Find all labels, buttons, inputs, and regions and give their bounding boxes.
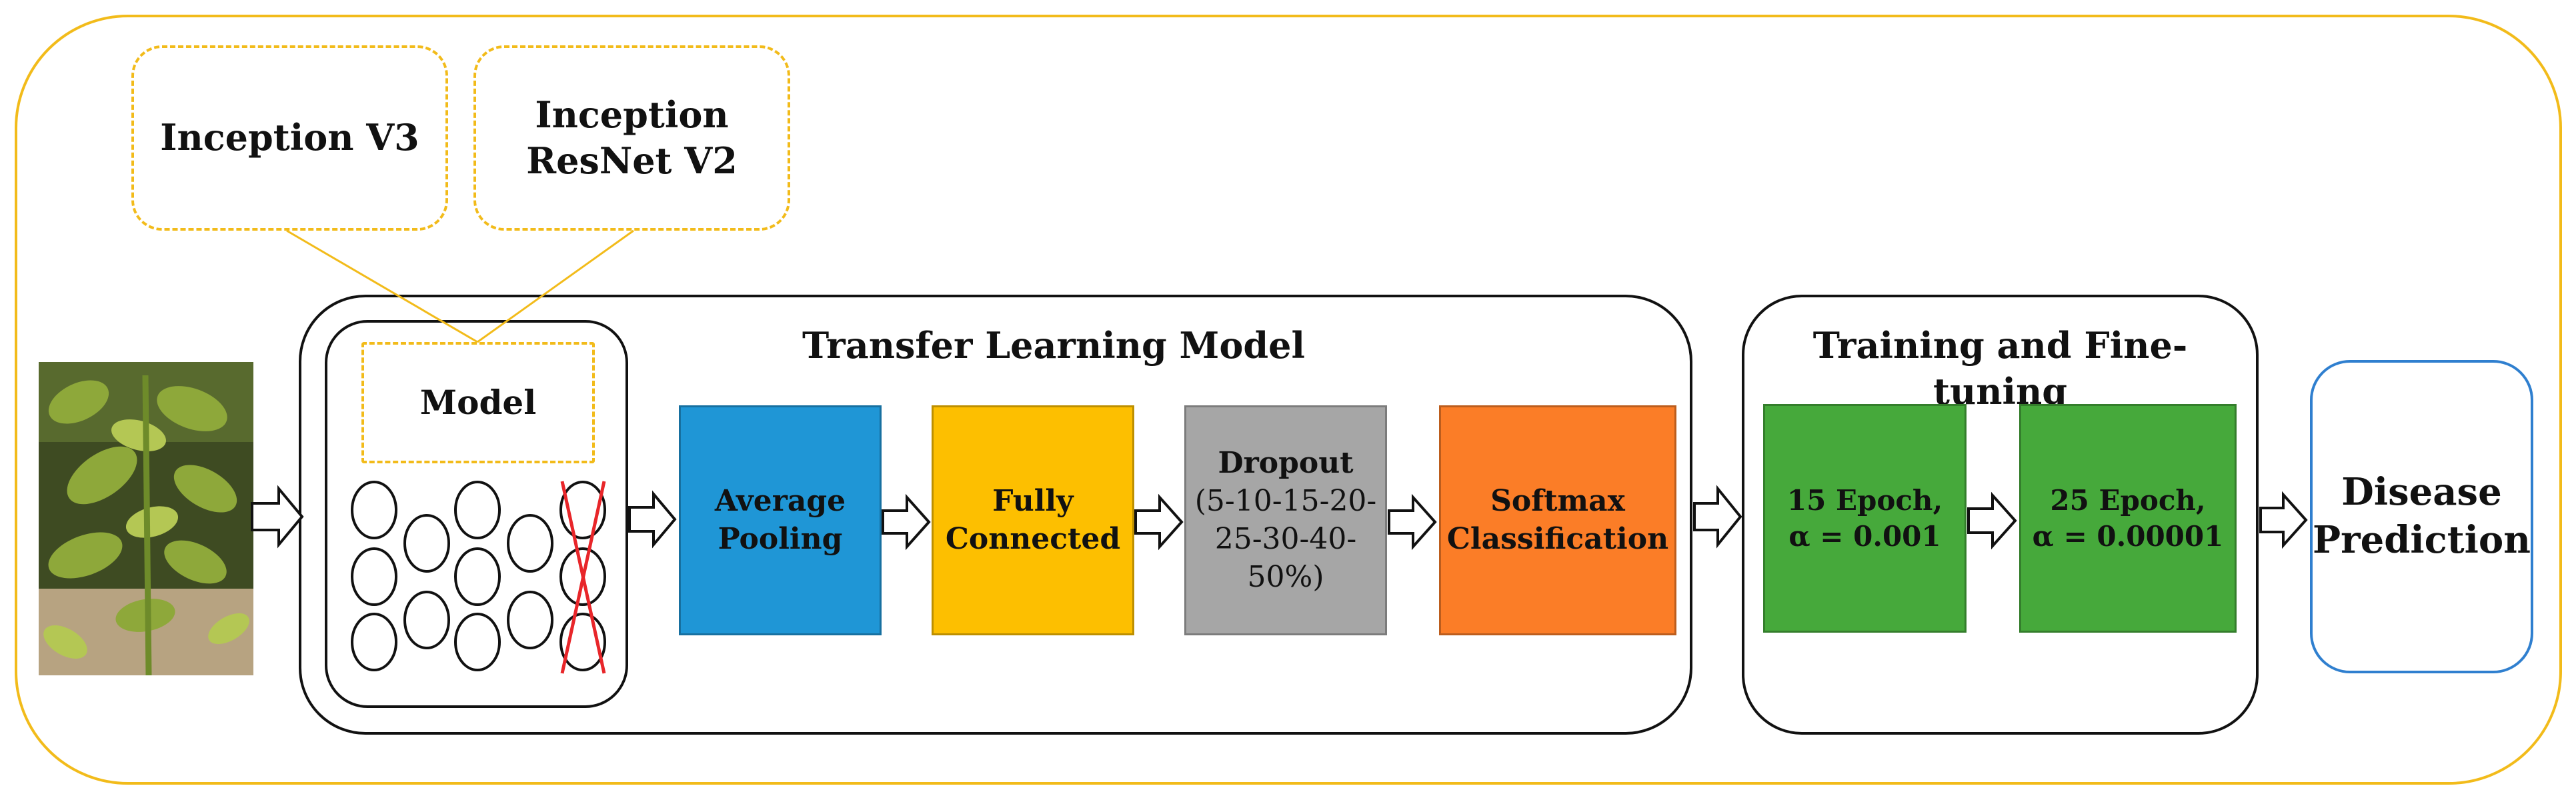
- neuron: [403, 591, 450, 649]
- average-pooling-label: Average Pooling: [714, 484, 846, 556]
- neuron-grid: [351, 481, 606, 671]
- arrow-right-icon: [1134, 493, 1184, 551]
- training-stage-1-label: 15 Epoch, α = 0.001: [1786, 483, 1943, 553]
- arrow-right-icon: [251, 485, 304, 549]
- dropout-rates-label: (5-10-15-20- 25-30-40-50%): [1194, 483, 1377, 595]
- dropout-label: Dropout: [1218, 445, 1354, 480]
- transfer-learning-title: Transfer Learning Model: [802, 324, 1305, 367]
- training-stage-2: 25 Epoch, α = 0.00001: [2019, 404, 2237, 633]
- neuron: [454, 481, 501, 539]
- removed-layer-cross: [560, 481, 606, 674]
- leaf-image: [39, 362, 253, 676]
- fully-connected-label: Fully Connected: [945, 484, 1121, 556]
- fully-connected-block: Fully Connected: [932, 405, 1134, 635]
- arrow-right-icon: [1693, 485, 1742, 549]
- model-label: Model: [419, 383, 537, 422]
- neuron: [454, 547, 501, 606]
- backbone-label: Inception ResNet V2: [526, 93, 738, 182]
- neuron: [507, 591, 553, 649]
- training-stage-1: 15 Epoch, α = 0.001: [1763, 404, 1967, 633]
- arrow-right-icon: [2259, 491, 2308, 549]
- connector-inception-resnet-v2: [477, 229, 634, 343]
- arrow-right-icon: [1967, 491, 2017, 550]
- training-stage-2-label: 25 Epoch, α = 0.00001: [2032, 483, 2224, 553]
- neuron: [403, 514, 450, 573]
- arrow-right-icon: [628, 490, 677, 549]
- model-placeholder: Model: [361, 342, 595, 463]
- neuron: [351, 613, 397, 671]
- neuron: [507, 514, 553, 573]
- backbone-inception-v3: Inception V3: [131, 45, 448, 231]
- softmax-label: Softmax Classification: [1446, 484, 1669, 556]
- disease-prediction-label: Disease Prediction: [2313, 470, 2531, 562]
- softmax-block: Softmax Classification: [1439, 405, 1676, 635]
- neuron: [351, 481, 397, 539]
- backbone-label: Inception V3: [160, 116, 419, 159]
- outer-frame: [15, 15, 2562, 785]
- neuron: [351, 547, 397, 606]
- neuron: [454, 613, 501, 671]
- dropout-block: Dropout (5-10-15-20- 25-30-40-50%): [1184, 405, 1387, 635]
- arrow-right-icon: [1388, 493, 1437, 551]
- connector-inception-v3: [286, 229, 478, 343]
- arrow-right-icon: [882, 493, 931, 551]
- backbone-inception-resnet-v2: Inception ResNet V2: [473, 45, 790, 231]
- average-pooling-block: Average Pooling: [679, 405, 882, 635]
- disease-prediction-box: Disease Prediction: [2310, 360, 2533, 673]
